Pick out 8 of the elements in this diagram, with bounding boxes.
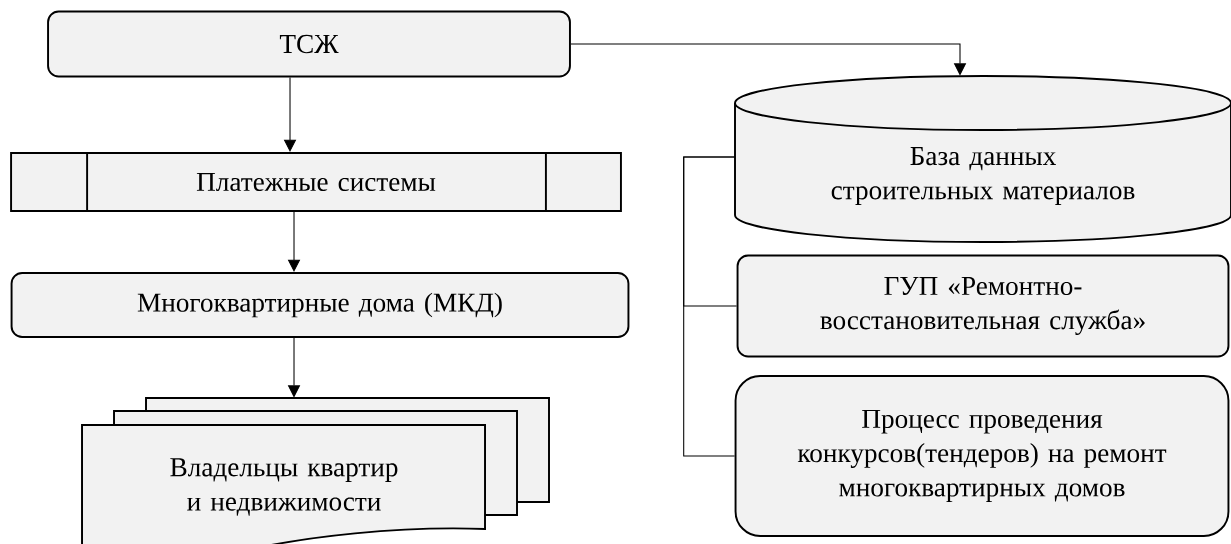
- connector: [683, 156, 736, 457]
- process-box: Многоквартирные дома (МКД): [10, 272, 630, 338]
- process-box: ТСЖ: [47, 10, 571, 78]
- process-box: Процесс проведения конкурсов(тендеров) на ремонт многоквартирных домов: [734, 375, 1230, 537]
- database-cylinder: База данных строительных материалов: [734, 75, 1231, 243]
- document-stack: Владельцы квартир и недвижимости: [81, 397, 550, 544]
- process-box: ГУП «Ремонтно-восстановительная служба»: [736, 254, 1230, 358]
- predefined-process-box: Платежные системы: [10, 151, 622, 213]
